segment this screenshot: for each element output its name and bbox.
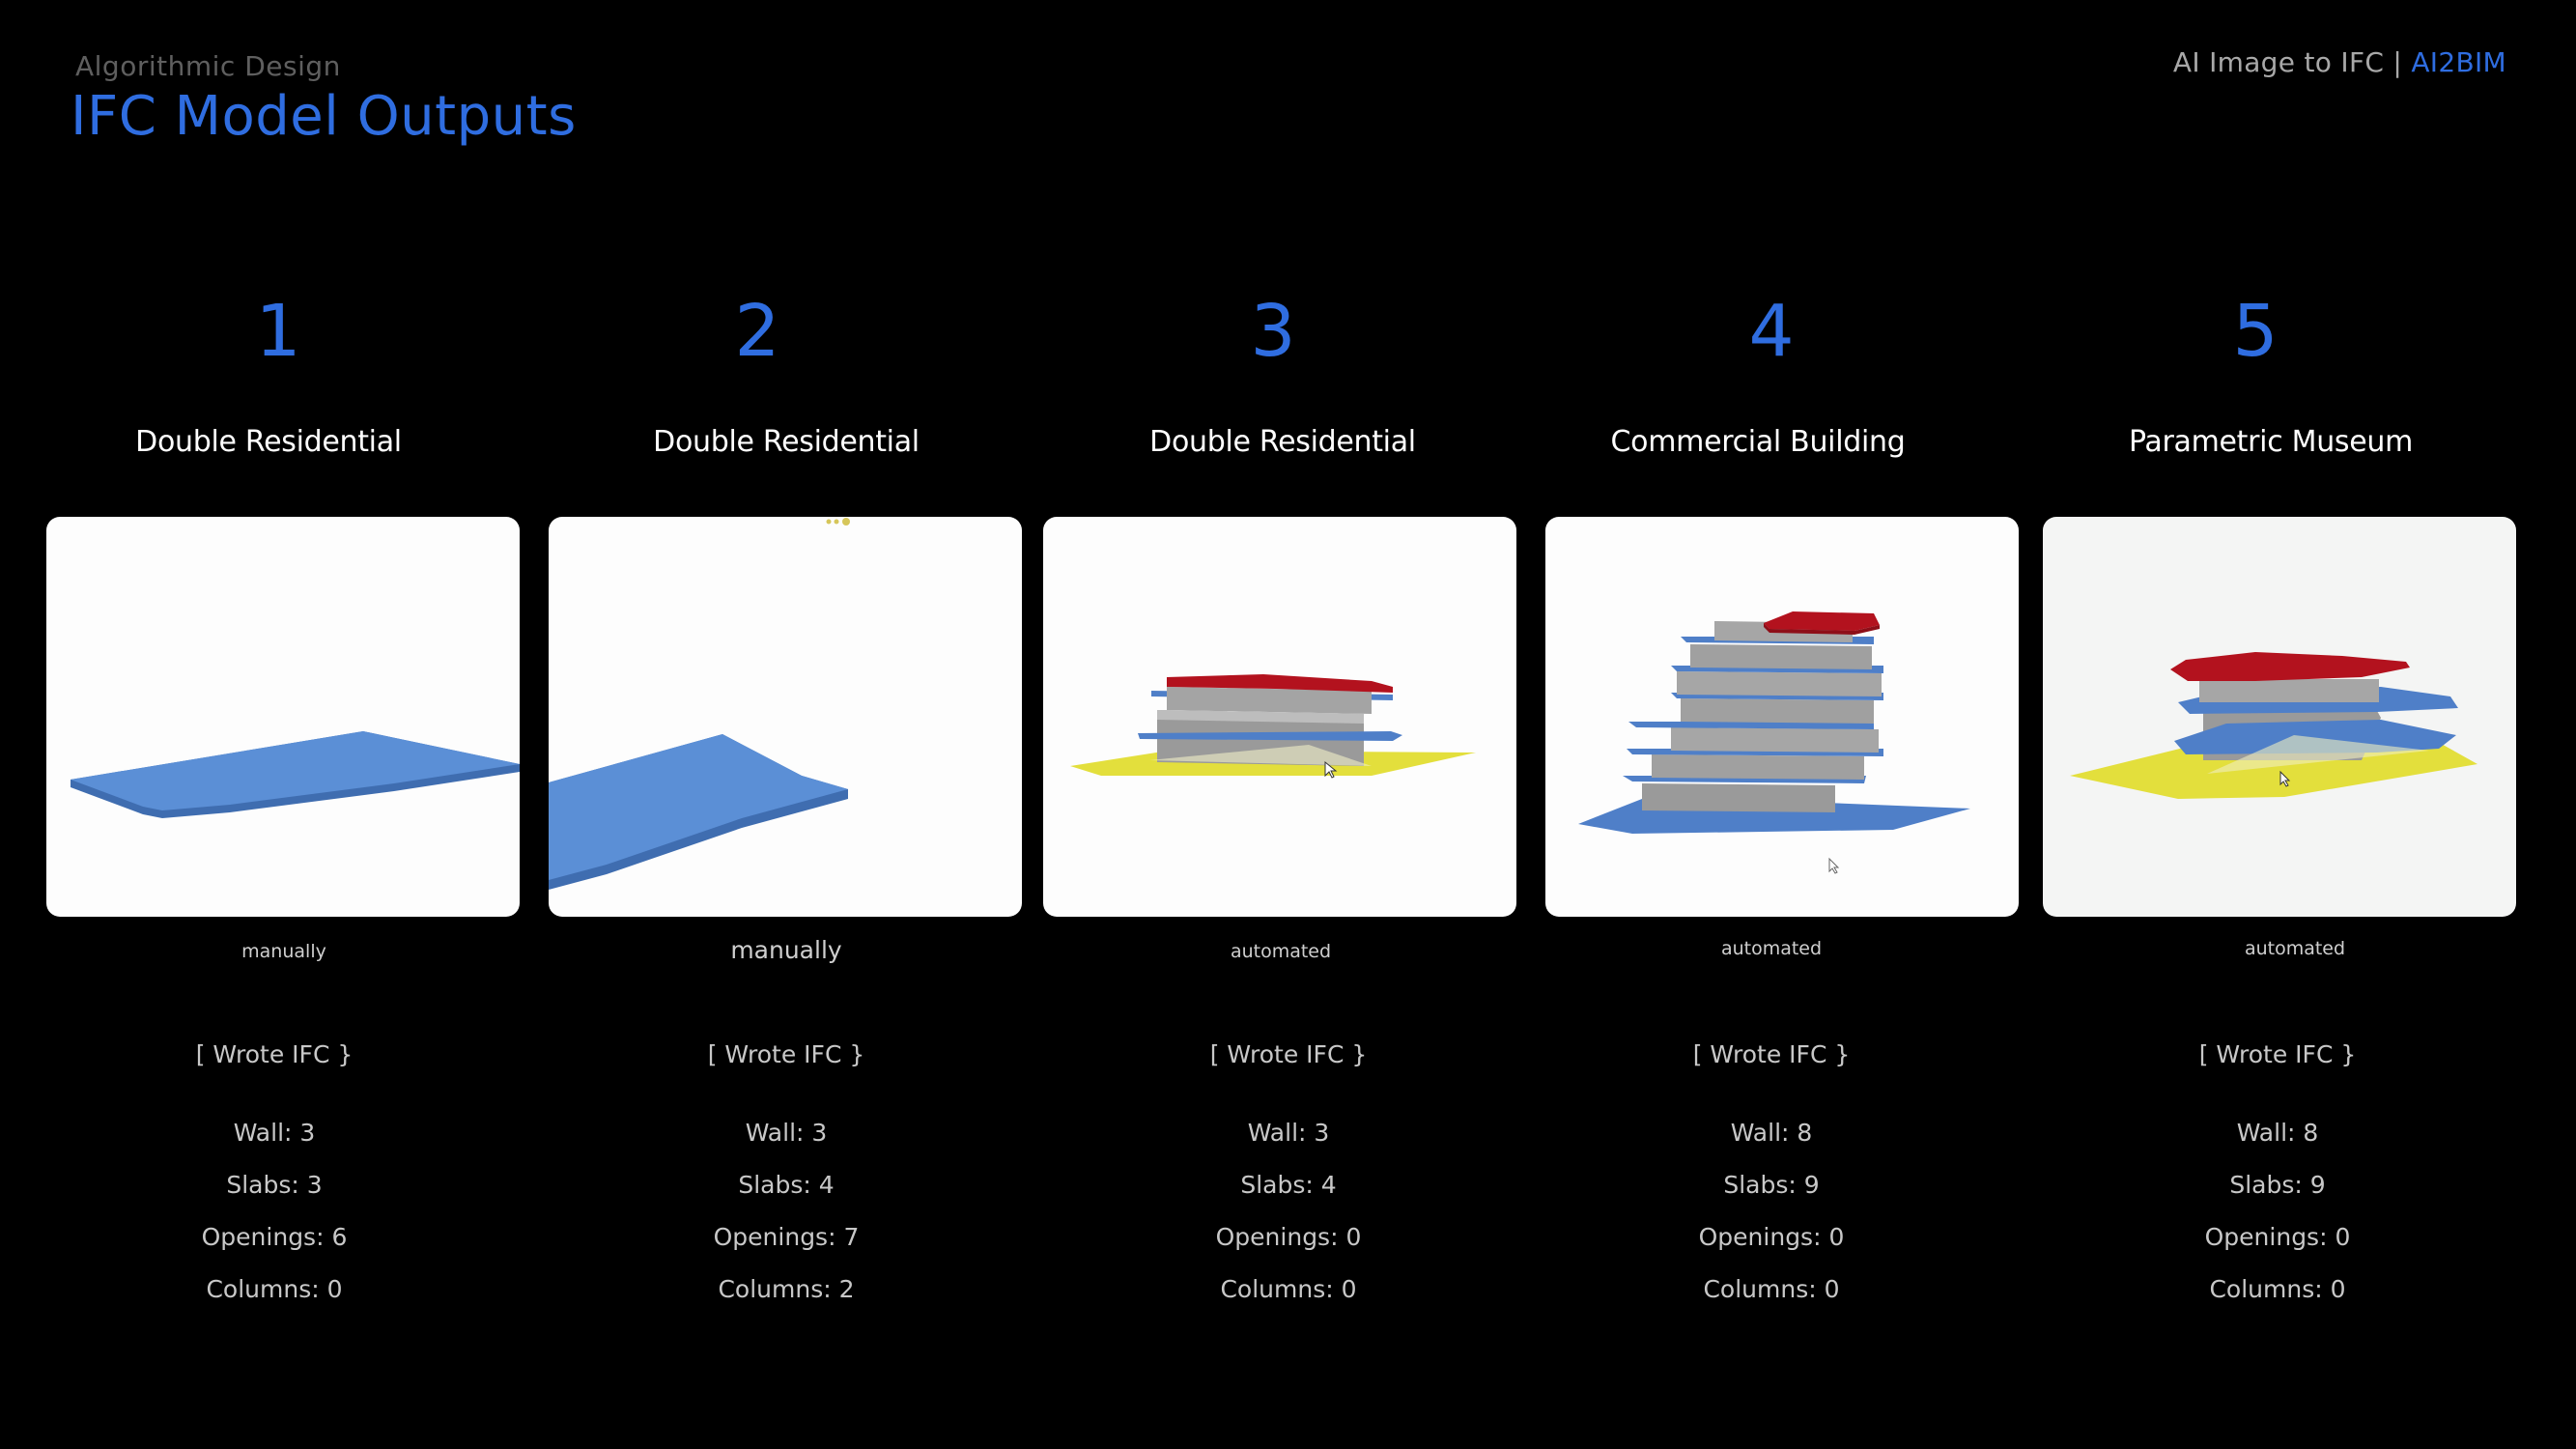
wall-block [1167, 687, 1372, 714]
section-kicker: Algorithmic Design [75, 50, 341, 82]
stat-walls: Wall: 8 [1730, 1119, 1813, 1147]
slab-shape [1628, 722, 1874, 729]
stat-walls: Wall: 8 [2236, 1119, 2319, 1147]
roof-slab [1167, 674, 1393, 693]
wall-block [1671, 727, 1879, 753]
wall-block [2199, 679, 2379, 702]
model-render [71, 731, 520, 818]
model-name: Double Residential [653, 425, 920, 459]
model-number: 1 [255, 290, 301, 373]
stat-openings: Openings: 0 [1698, 1223, 1845, 1251]
creation-method: manually [241, 941, 326, 962]
stat-columns: Columns: 0 [2209, 1275, 2346, 1303]
stat-openings: Openings: 0 [1215, 1223, 1362, 1251]
model-column-5: 5 Parametric Museum automated [ Wrote IF… [2043, 0, 2518, 1449]
wall-block [1652, 754, 1864, 780]
ifc-status: [ Wrote IFC } [1692, 1040, 1851, 1068]
stat-slabs: Slabs: 9 [1723, 1171, 1820, 1199]
wall-block [1677, 671, 1882, 696]
model-number: 3 [1250, 290, 1296, 373]
stat-columns: Columns: 2 [718, 1275, 855, 1303]
stat-columns: Columns: 0 [1703, 1275, 1840, 1303]
stat-openings: Openings: 7 [713, 1223, 860, 1251]
model-column-1: 1 Double Residential manually [ Wrote IF… [46, 0, 522, 1449]
slab-shape [549, 734, 848, 880]
ifc-status: [ Wrote IFC } [1209, 1040, 1368, 1068]
model-render [549, 518, 850, 890]
model-column-3: 3 Double Residential automated [ Wrote I… [1043, 0, 1518, 1449]
model-name: Parametric Museum [2128, 425, 2414, 459]
stat-slabs: Slabs: 9 [2229, 1171, 2326, 1199]
model-number: 2 [734, 290, 780, 373]
wall-block [1642, 783, 1835, 812]
ifc-status: [ Wrote IFC } [707, 1040, 865, 1068]
model-number: 4 [1748, 290, 1795, 373]
model-preview [1043, 517, 1516, 917]
creation-method: automated [1230, 941, 1332, 962]
stat-walls: Wall: 3 [745, 1119, 828, 1147]
wall-block [1157, 710, 1364, 724]
brand-label: AI Image to IFC | AI2BIM [2173, 46, 2506, 78]
loading-dot [842, 518, 850, 526]
model-render [2070, 652, 2477, 799]
ifc-status: [ Wrote IFC } [195, 1040, 354, 1068]
brand-accent: AI2BIM [2411, 46, 2506, 78]
model-render [1578, 611, 1970, 874]
roof-slab [2170, 652, 2410, 681]
model-preview [1545, 517, 2019, 917]
stat-walls: Wall: 3 [1247, 1119, 1330, 1147]
slab-shape [71, 731, 520, 810]
selection-plane [2207, 735, 2429, 774]
model-name: Commercial Building [1610, 425, 1906, 459]
roof-slab [1764, 611, 1880, 631]
creation-method: automated [2244, 938, 2346, 959]
wall-block [1690, 644, 1872, 669]
model-preview [46, 517, 520, 917]
stat-slabs: Slabs: 4 [1240, 1171, 1337, 1199]
roof-slab [1764, 623, 1880, 635]
model-number: 5 [2232, 290, 2279, 373]
cursor-icon [1828, 857, 1840, 874]
ifc-status: [ Wrote IFC } [2198, 1040, 2357, 1068]
model-name: Double Residential [135, 425, 402, 459]
cursor-icon [1324, 760, 1338, 779]
stat-slabs: Slabs: 3 [226, 1171, 323, 1199]
stat-slabs: Slabs: 4 [738, 1171, 835, 1199]
loading-dot [834, 519, 839, 525]
cursor-icon [2279, 770, 2291, 787]
model-preview [549, 517, 1022, 917]
model-name: Double Residential [1149, 425, 1416, 459]
model-render [1070, 674, 1476, 779]
wall-block [1681, 698, 1874, 724]
slab-shape [1138, 731, 1402, 741]
stat-openings: Openings: 0 [2204, 1223, 2351, 1251]
page-title: IFC Model Outputs [71, 85, 577, 148]
loading-dot [826, 519, 832, 525]
brand-prefix: AI Image to IFC | [2172, 46, 2412, 78]
model-column-2: 2 Double Residential manually [ Wrote IF… [549, 0, 1024, 1449]
creation-method: automated [1720, 938, 1823, 959]
stat-columns: Columns: 0 [206, 1275, 343, 1303]
model-column-4: 4 Commercial Building automated [ Wrote … [1545, 0, 2021, 1449]
model-preview [2043, 517, 2516, 917]
creation-method: manually [730, 936, 842, 964]
stat-walls: Wall: 3 [233, 1119, 316, 1147]
selection-plane [1149, 745, 1372, 766]
stat-columns: Columns: 0 [1220, 1275, 1357, 1303]
stat-openings: Openings: 6 [201, 1223, 348, 1251]
